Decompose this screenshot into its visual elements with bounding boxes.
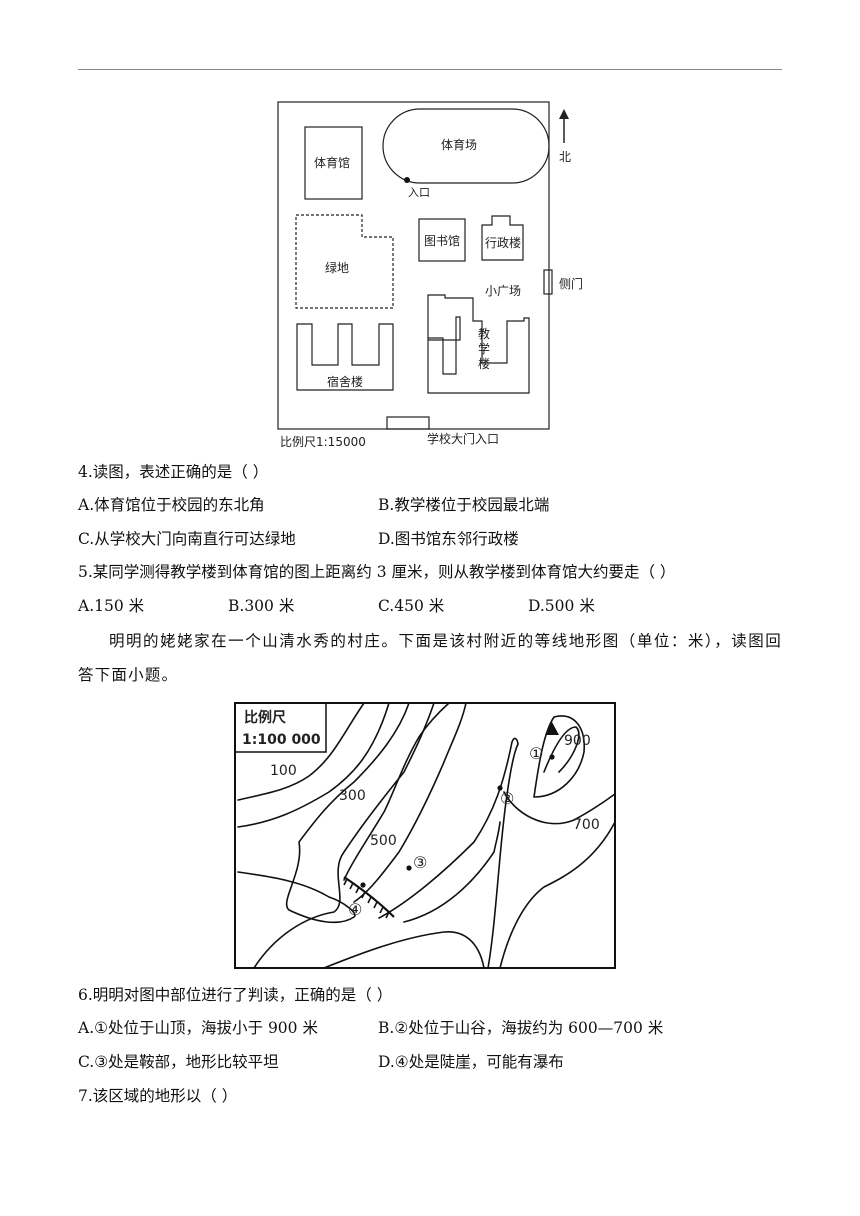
contour-bottom (323, 931, 485, 969)
point-1-dot (549, 754, 555, 760)
label-point-2: ② (500, 789, 514, 808)
cliff-hatch (343, 876, 395, 919)
library-building (418, 218, 466, 262)
q6-option-d[interactable]: D.④处是陡崖，可能有瀑布 (378, 1053, 564, 1071)
q6-option-a[interactable]: A.①处位于山顶，海拔小于 900 米 (78, 1019, 318, 1037)
admin-label: 行政楼 (485, 235, 521, 250)
point-4-dot (360, 882, 366, 888)
q5-option-d[interactable]: D.500 米 (528, 597, 595, 615)
dorm-label: 宿舍楼 (327, 374, 363, 389)
contour-100 (237, 702, 365, 801)
entrance-label: 入口 (408, 186, 430, 199)
side-gate (543, 269, 553, 295)
scale-title: 比例尺 (244, 709, 286, 726)
point-2-dot (497, 785, 503, 791)
contour-600 (353, 702, 467, 903)
header-rule (78, 69, 782, 70)
q6-option-c[interactable]: C.③处是鞍部，地形比较平坦 (78, 1053, 279, 1071)
label-900: 900 (564, 733, 591, 749)
q4-option-a[interactable]: A.体育馆位于校园的东北角 (78, 496, 265, 514)
contour-ridge-left (378, 737, 519, 919)
q5-option-c[interactable]: C.450 米 (378, 597, 445, 615)
contour-ridge-right (487, 743, 519, 969)
label-point-3: ③ (413, 853, 427, 872)
q5-option-b[interactable]: B.300 米 (228, 597, 295, 615)
library-label: 图书馆 (424, 233, 460, 248)
contour-400 (253, 702, 435, 969)
contour-valley-right (499, 821, 616, 969)
teaching-label-3: 楼 (478, 356, 490, 371)
q4-option-c[interactable]: C.从学校大门向南直行可达绿地 (78, 530, 296, 548)
contour-200 (237, 702, 390, 828)
main-gate (386, 416, 430, 430)
label-700: 700 (573, 817, 600, 833)
scale-box (234, 702, 327, 753)
gym-building (304, 126, 363, 200)
scale-value: 1:100 000 (242, 732, 321, 748)
q6-option-b[interactable]: B.②处位于山谷，海拔约为 600—700 米 (378, 1019, 664, 1037)
entrance-dot (404, 177, 410, 183)
q6-stem: 6.明明对图中部位进行了判读，正确的是（ ） (78, 986, 393, 1004)
q5-stem: 5.某同学测得教学楼到体育馆的图上距离约 3 厘米，则从教学楼到体育馆大约要走（… (78, 563, 676, 581)
point-3-dot (406, 865, 412, 871)
q4-stem: 4.读图，表述正确的是（ ） (78, 463, 269, 481)
q7-stem: 7.该区域的地形以（ ） (78, 1087, 238, 1105)
scale-label: 比例尺1:15000 (280, 435, 366, 449)
stadium-label: 体育场 (441, 137, 477, 152)
main-gate-label: 学校大门入口 (427, 431, 499, 446)
north-label: 北 (559, 150, 571, 164)
q5-option-a[interactable]: A.150 米 (78, 597, 145, 615)
green-label: 绿地 (325, 260, 349, 275)
contour-peak-outer (533, 715, 585, 798)
teaching-label-1: 教 (478, 326, 490, 341)
campus-map: 北 体育馆 体育场 入口 绿地 图书馆 行政楼 小广场 侧门 教 学 楼 宿舍楼… (277, 101, 583, 449)
map-frame (234, 702, 616, 969)
label-100: 100 (270, 763, 297, 779)
gym-label: 体育馆 (314, 155, 350, 170)
q4-option-b[interactable]: B.教学楼位于校园最北端 (378, 496, 550, 514)
teaching-building (427, 294, 530, 394)
label-point-4: ④ (348, 900, 362, 919)
intro-paragraph: 明明的姥姥家在一个山清水秀的村庄。下面是该村附近的等线地形图（单位：米），读图回… (78, 632, 782, 684)
label-500: 500 (370, 833, 397, 849)
side-gate-label: 侧门 (559, 276, 583, 291)
contour-peak-inner (543, 726, 580, 773)
label-300: 300 (339, 788, 366, 804)
contour-ridge-outer (403, 821, 501, 923)
green-area (295, 214, 394, 309)
contour-500 (343, 702, 450, 881)
stadium-track (382, 108, 550, 184)
north-arrow (559, 109, 569, 143)
teaching-label-2: 学 (478, 341, 490, 356)
q4-option-d[interactable]: D.图书馆东邻行政楼 (378, 530, 519, 548)
contour-300 (237, 702, 410, 924)
label-point-1: ① (529, 744, 543, 763)
dorm-building (296, 323, 394, 391)
admin-building (481, 215, 524, 261)
contour-map: 比例尺 1:100 000 100 300 500 700 900 ① ② ③ … (234, 702, 616, 969)
campus-boundary (277, 101, 550, 430)
peak-triangle (545, 722, 559, 735)
plaza-label: 小广场 (485, 284, 521, 298)
contour-700 (503, 791, 616, 825)
